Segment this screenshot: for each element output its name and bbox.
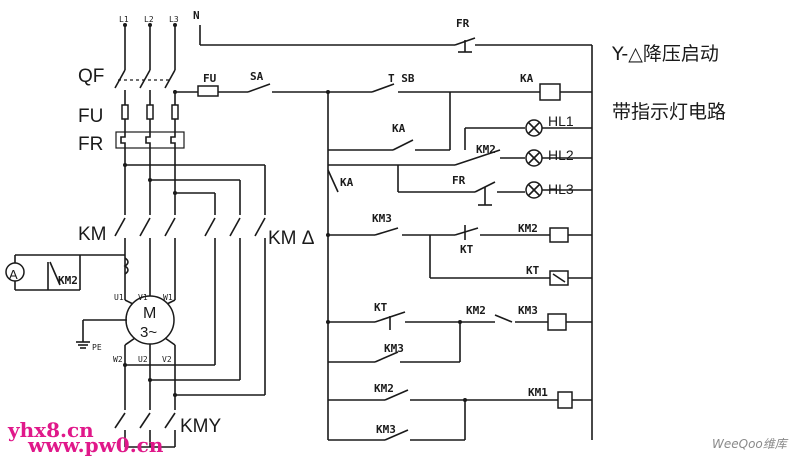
label-ammeter: A bbox=[9, 267, 18, 282]
label-ka-contact1: KA bbox=[392, 122, 406, 135]
km3-coil bbox=[547, 313, 567, 331]
label-kt-r7: KT bbox=[374, 301, 388, 314]
label-l2: L2 bbox=[144, 15, 154, 24]
control-fuse bbox=[197, 85, 219, 97]
fr-top-contact bbox=[454, 37, 476, 53]
label-pe: PE bbox=[92, 343, 102, 352]
km2-coil bbox=[549, 227, 569, 243]
watermark-brand: WeeQoo维库 bbox=[712, 437, 789, 451]
label-u1: U1 bbox=[114, 293, 124, 302]
label-v2: V2 bbox=[162, 355, 172, 364]
label-fr-top: FR bbox=[456, 17, 470, 30]
main-power-lines bbox=[123, 23, 177, 70]
label-t-sb: T SB bbox=[388, 72, 415, 85]
labels-layer: L1 L2 L3 N QF FU FR KM KM Δ KMY FU SA FR… bbox=[7, 9, 789, 457]
row-km2-coil bbox=[326, 225, 592, 286]
label-ka-contact2: KA bbox=[340, 176, 354, 189]
label-kmy: KMY bbox=[180, 416, 222, 437]
motor bbox=[123, 295, 265, 410]
control-rails bbox=[173, 25, 593, 440]
label-ka-coil: KA bbox=[520, 72, 534, 85]
km-contactor bbox=[114, 217, 176, 300]
label-n: N bbox=[193, 9, 200, 22]
label-km3-coil: KM3 bbox=[518, 304, 538, 317]
pe-ground bbox=[76, 319, 127, 349]
label-km3-r10: KM3 bbox=[376, 423, 396, 436]
label-hl3: HL3 bbox=[548, 181, 574, 197]
label-w2: W2 bbox=[113, 355, 123, 364]
label-km-delta: KM Δ bbox=[268, 228, 315, 249]
label-l3: L3 bbox=[169, 15, 179, 24]
label-fu: FU bbox=[78, 106, 103, 127]
label-fu-small: FU bbox=[203, 72, 217, 85]
label-km3-r8: KM3 bbox=[384, 342, 404, 355]
qf-breaker bbox=[114, 69, 176, 105]
row-fr-hl3 bbox=[397, 165, 592, 206]
label-kt-r5: KT bbox=[460, 243, 474, 256]
label-km2-hl2: KM2 bbox=[476, 143, 496, 156]
label-km2-r7: KM2 bbox=[466, 304, 486, 317]
row-km2-hl2 bbox=[328, 149, 592, 167]
label-motor-m: M bbox=[143, 305, 156, 322]
label-u2: U2 bbox=[138, 355, 148, 364]
watermark-site2: www.pw0.cn bbox=[27, 433, 164, 457]
label-l1: L1 bbox=[119, 15, 129, 24]
label-km: KM bbox=[78, 224, 107, 245]
ka-left-contact bbox=[327, 169, 339, 193]
km1-coil bbox=[557, 391, 573, 409]
ka-coil bbox=[539, 83, 561, 101]
ammeter-icon bbox=[5, 262, 25, 282]
fu-fuses bbox=[121, 104, 179, 132]
label-motor-3: 3~ bbox=[140, 324, 157, 341]
kmy-contactor bbox=[114, 412, 176, 448]
km-delta-contactor bbox=[204, 217, 266, 395]
label-km3-r5: KM3 bbox=[372, 212, 392, 225]
label-fr: FR bbox=[78, 134, 103, 155]
ammeter-circuit bbox=[5, 254, 129, 291]
feed-lines bbox=[123, 148, 266, 215]
label-hl1: HL1 bbox=[548, 113, 574, 129]
title-line1: Y-△降压启动 bbox=[611, 43, 719, 65]
label-qf: QF bbox=[78, 66, 104, 87]
label-km2-coil: KM2 bbox=[518, 222, 538, 235]
row-km1-coil bbox=[328, 389, 592, 441]
label-sa: SA bbox=[250, 70, 264, 83]
label-fr-hl3: FR bbox=[452, 174, 466, 187]
title-line2: 带指示灯电路 bbox=[612, 101, 726, 123]
fr-thermal-relay bbox=[115, 131, 185, 149]
label-kt-coil: KT bbox=[526, 264, 540, 277]
label-km2-left: KM2 bbox=[58, 274, 78, 287]
watermark-site1: yhx8.cn bbox=[7, 418, 94, 442]
row-km3-coil bbox=[326, 311, 592, 363]
label-km2-r9: KM2 bbox=[374, 382, 394, 395]
row-ka-hl1 bbox=[328, 92, 592, 151]
label-v1: V1 bbox=[138, 293, 148, 302]
label-hl2: HL2 bbox=[548, 147, 574, 163]
label-km1-coil: KM1 bbox=[528, 386, 548, 399]
label-w1: W1 bbox=[163, 293, 173, 302]
